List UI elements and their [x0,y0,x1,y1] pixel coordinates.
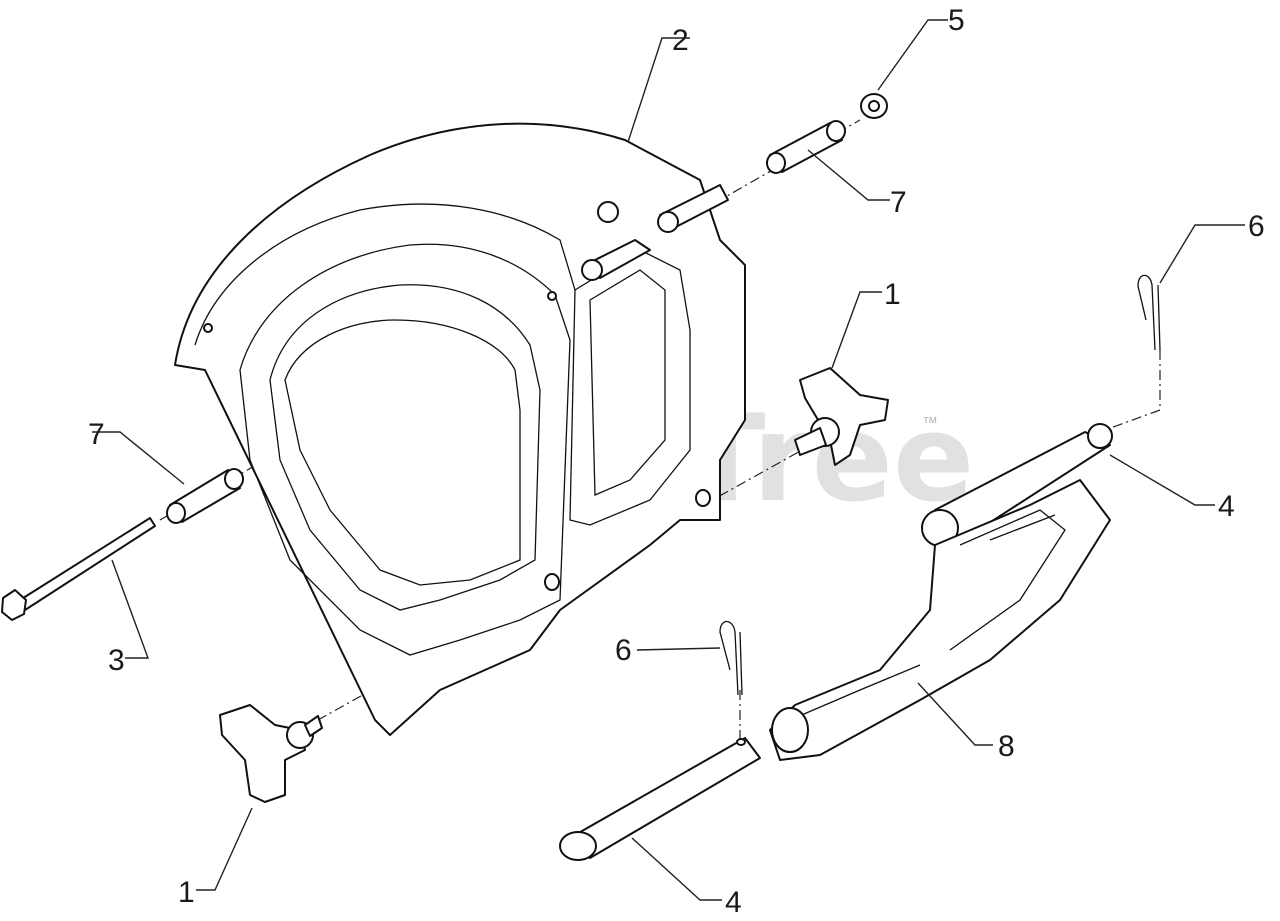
callout-1-lower: 1 [178,876,195,909]
callout-8: 8 [998,730,1015,763]
hex-bolt [1,517,156,621]
callout-4-upper: 4 [1218,490,1235,523]
leader-lines [92,19,1245,901]
spacer-tube-upper [766,120,846,174]
callout-5: 5 [948,4,965,37]
clevis-pin-upper [921,423,1113,547]
chute-deflector-housing [174,122,746,736]
hairpin-clip-right [1137,274,1161,351]
callout-7-upper: 7 [890,186,907,219]
hex-nut [860,93,888,119]
callout-6-right: 6 [1248,210,1265,243]
deflector-bracket [769,479,1111,761]
spacer-tube-lower [166,468,244,524]
callout-2: 2 [672,24,689,57]
callout-4-lower: 4 [725,886,742,919]
callout-3: 3 [108,644,125,677]
callout-7-lower: 7 [88,418,105,451]
hairpin-clip-left [719,620,743,696]
watermark-trademark: ™ [922,415,938,432]
callout-labels: 2 5 7 6 1 7 4 3 6 8 1 4 [88,4,1265,919]
callout-1-upper: 1 [884,278,901,311]
wing-knob-upper [794,367,889,466]
clevis-pin-lower [559,737,761,861]
wing-knob-lower [219,704,323,803]
callout-6-left: 6 [615,634,632,667]
